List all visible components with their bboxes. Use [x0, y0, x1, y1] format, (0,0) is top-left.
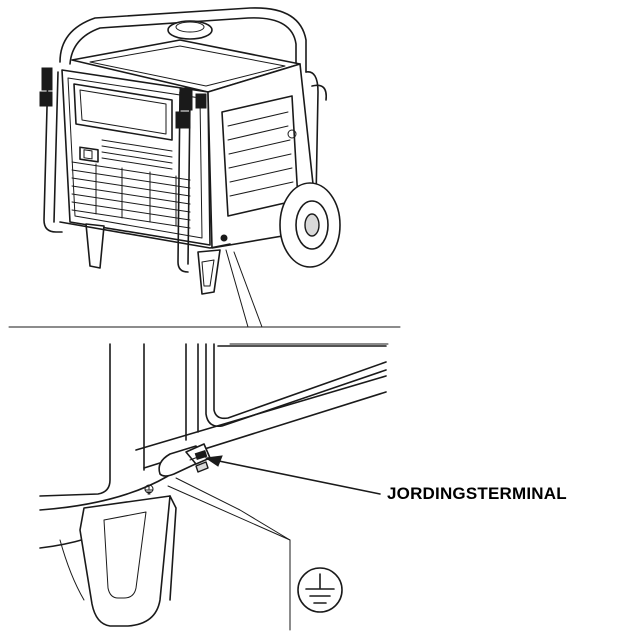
generator-overview — [39, 7, 341, 295]
ground-symbol-icon — [297, 567, 343, 613]
terminal-detail-view — [39, 343, 389, 631]
section-divider — [8, 249, 401, 328]
grounding-terminal-label: JORDINGSTERMINAL — [387, 484, 567, 503]
